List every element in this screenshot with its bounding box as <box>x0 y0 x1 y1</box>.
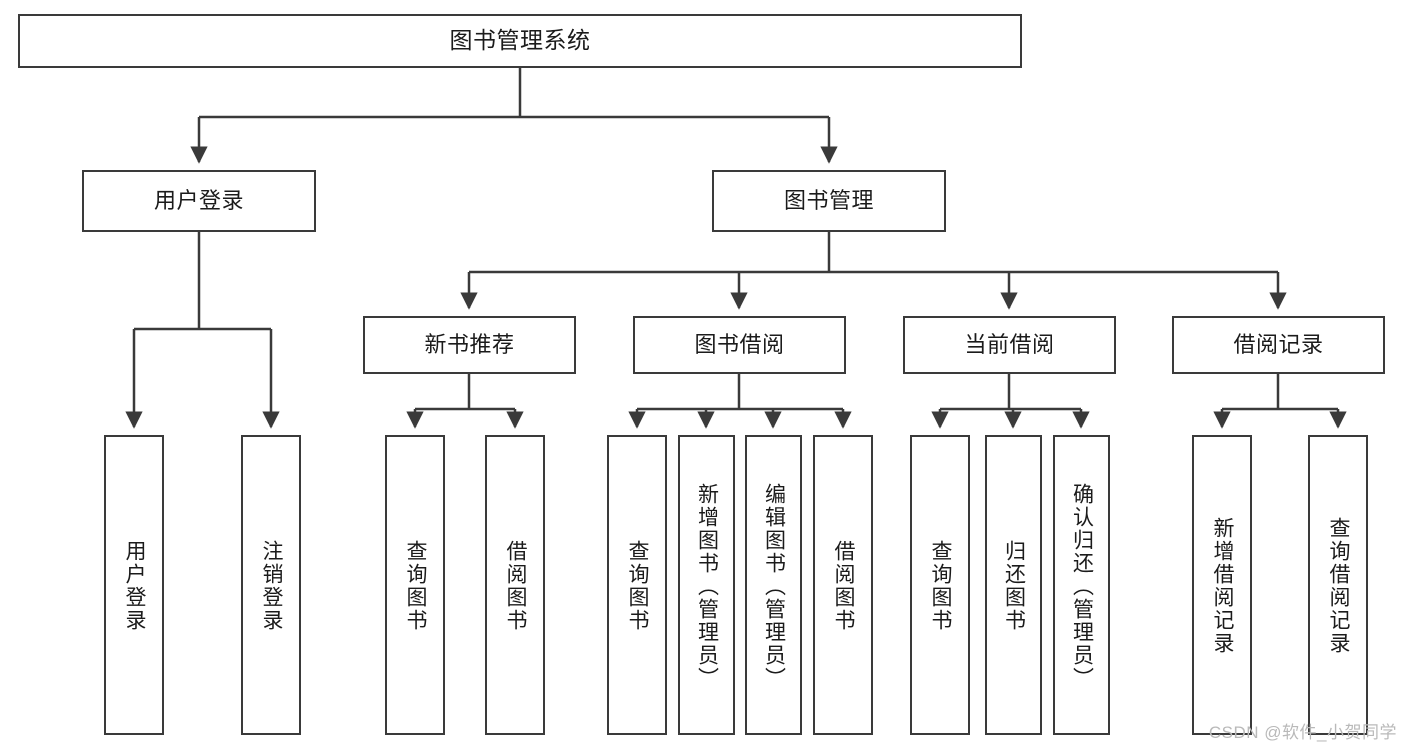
csdn-watermark: CSDN @软件_小贺同学 <box>1208 723 1397 742</box>
node-leaf-query-book-borrow[interactable]: 查询图书 <box>607 435 667 735</box>
node-leaf-borrow-book-recommend-label: 借阅图书 <box>504 540 528 632</box>
node-book-manage[interactable]: 图书管理 <box>712 170 946 232</box>
node-leaf-edit-book-admin[interactable]: 编辑图书（管理员） <box>745 435 802 735</box>
node-leaf-borrow-book-borrow[interactable]: 借阅图书 <box>813 435 873 735</box>
node-leaf-query-book-current-label: 查询图书 <box>929 540 953 632</box>
node-new-book-recommend-label: 新书推荐 <box>424 332 515 358</box>
node-user-login[interactable]: 用户登录 <box>82 170 316 232</box>
node-leaf-query-borrow-record-label: 查询借阅记录 <box>1327 517 1351 655</box>
node-leaf-query-book-borrow-label: 查询图书 <box>626 540 650 632</box>
node-leaf-query-book-recommend-label: 查询图书 <box>404 540 428 632</box>
node-leaf-return-book[interactable]: 归还图书 <box>985 435 1042 735</box>
node-leaf-logout-login-label: 注销登录 <box>260 540 284 632</box>
node-book-borrow[interactable]: 图书借阅 <box>633 316 846 374</box>
node-root[interactable]: 图书管理系统 <box>18 14 1022 68</box>
node-leaf-query-book-current[interactable]: 查询图书 <box>910 435 970 735</box>
node-leaf-add-borrow-record[interactable]: 新增借阅记录 <box>1192 435 1252 735</box>
node-new-book-recommend[interactable]: 新书推荐 <box>363 316 576 374</box>
node-leaf-query-book-recommend[interactable]: 查询图书 <box>385 435 445 735</box>
node-leaf-borrow-book-borrow-label: 借阅图书 <box>832 540 856 632</box>
node-leaf-edit-book-admin-label: 编辑图书（管理员） <box>762 482 786 690</box>
node-book-manage-label: 图书管理 <box>783 188 874 214</box>
node-leaf-add-book-admin[interactable]: 新增图书（管理员） <box>678 435 735 735</box>
node-borrow-record-label: 借阅记录 <box>1233 332 1324 358</box>
node-borrow-record[interactable]: 借阅记录 <box>1172 316 1385 374</box>
node-book-borrow-label: 图书借阅 <box>694 332 785 358</box>
node-leaf-user-login[interactable]: 用户登录 <box>104 435 164 735</box>
node-user-login-label: 用户登录 <box>153 188 244 214</box>
node-leaf-add-book-admin-label: 新增图书（管理员） <box>695 482 719 690</box>
node-current-borrow[interactable]: 当前借阅 <box>903 316 1116 374</box>
node-leaf-query-borrow-record[interactable]: 查询借阅记录 <box>1308 435 1368 735</box>
node-leaf-logout-login[interactable]: 注销登录 <box>241 435 301 735</box>
node-leaf-borrow-book-recommend[interactable]: 借阅图书 <box>485 435 545 735</box>
node-leaf-confirm-return-admin[interactable]: 确认归还（管理员） <box>1053 435 1110 735</box>
node-leaf-user-login-label: 用户登录 <box>123 540 147 632</box>
node-leaf-add-borrow-record-label: 新增借阅记录 <box>1211 517 1235 655</box>
node-leaf-return-book-label: 归还图书 <box>1002 540 1026 632</box>
node-current-borrow-label: 当前借阅 <box>964 332 1055 358</box>
node-leaf-confirm-return-admin-label: 确认归还（管理员） <box>1070 482 1094 690</box>
node-root-label: 图书管理系统 <box>449 27 591 54</box>
